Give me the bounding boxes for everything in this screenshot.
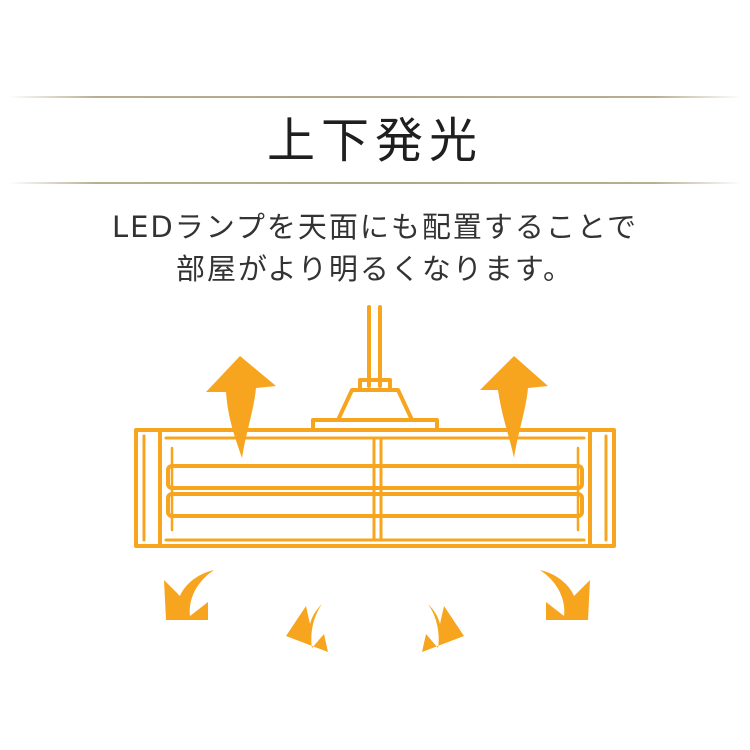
lamp-frame: [158, 428, 592, 548]
top-divider: [8, 96, 742, 98]
down-arrow-mid-right-icon: [422, 604, 464, 652]
lamp-right-end-cap: [588, 428, 616, 548]
description-line-2: 部屋がより明るくなります。: [175, 252, 575, 286]
lamp-canopy: [311, 378, 439, 432]
lamp-cord: [367, 305, 382, 388]
lamp-left-end-cap: [134, 428, 162, 548]
up-arrow-right-icon: [480, 356, 548, 458]
page-title: 上下発光: [266, 113, 483, 169]
led-tube-lower: [166, 492, 584, 518]
lamp-grille: [170, 446, 580, 532]
bottom-divider: [8, 182, 742, 184]
description-line-1: LEDランプを天面にも配置することで: [111, 210, 639, 244]
down-arrow-far-right-icon: [540, 570, 590, 620]
led-tube-upper: [166, 464, 584, 490]
down-arrow-far-left-icon: [164, 570, 214, 620]
up-arrow-left-icon: [206, 356, 276, 458]
down-arrow-mid-left-icon: [286, 604, 328, 652]
